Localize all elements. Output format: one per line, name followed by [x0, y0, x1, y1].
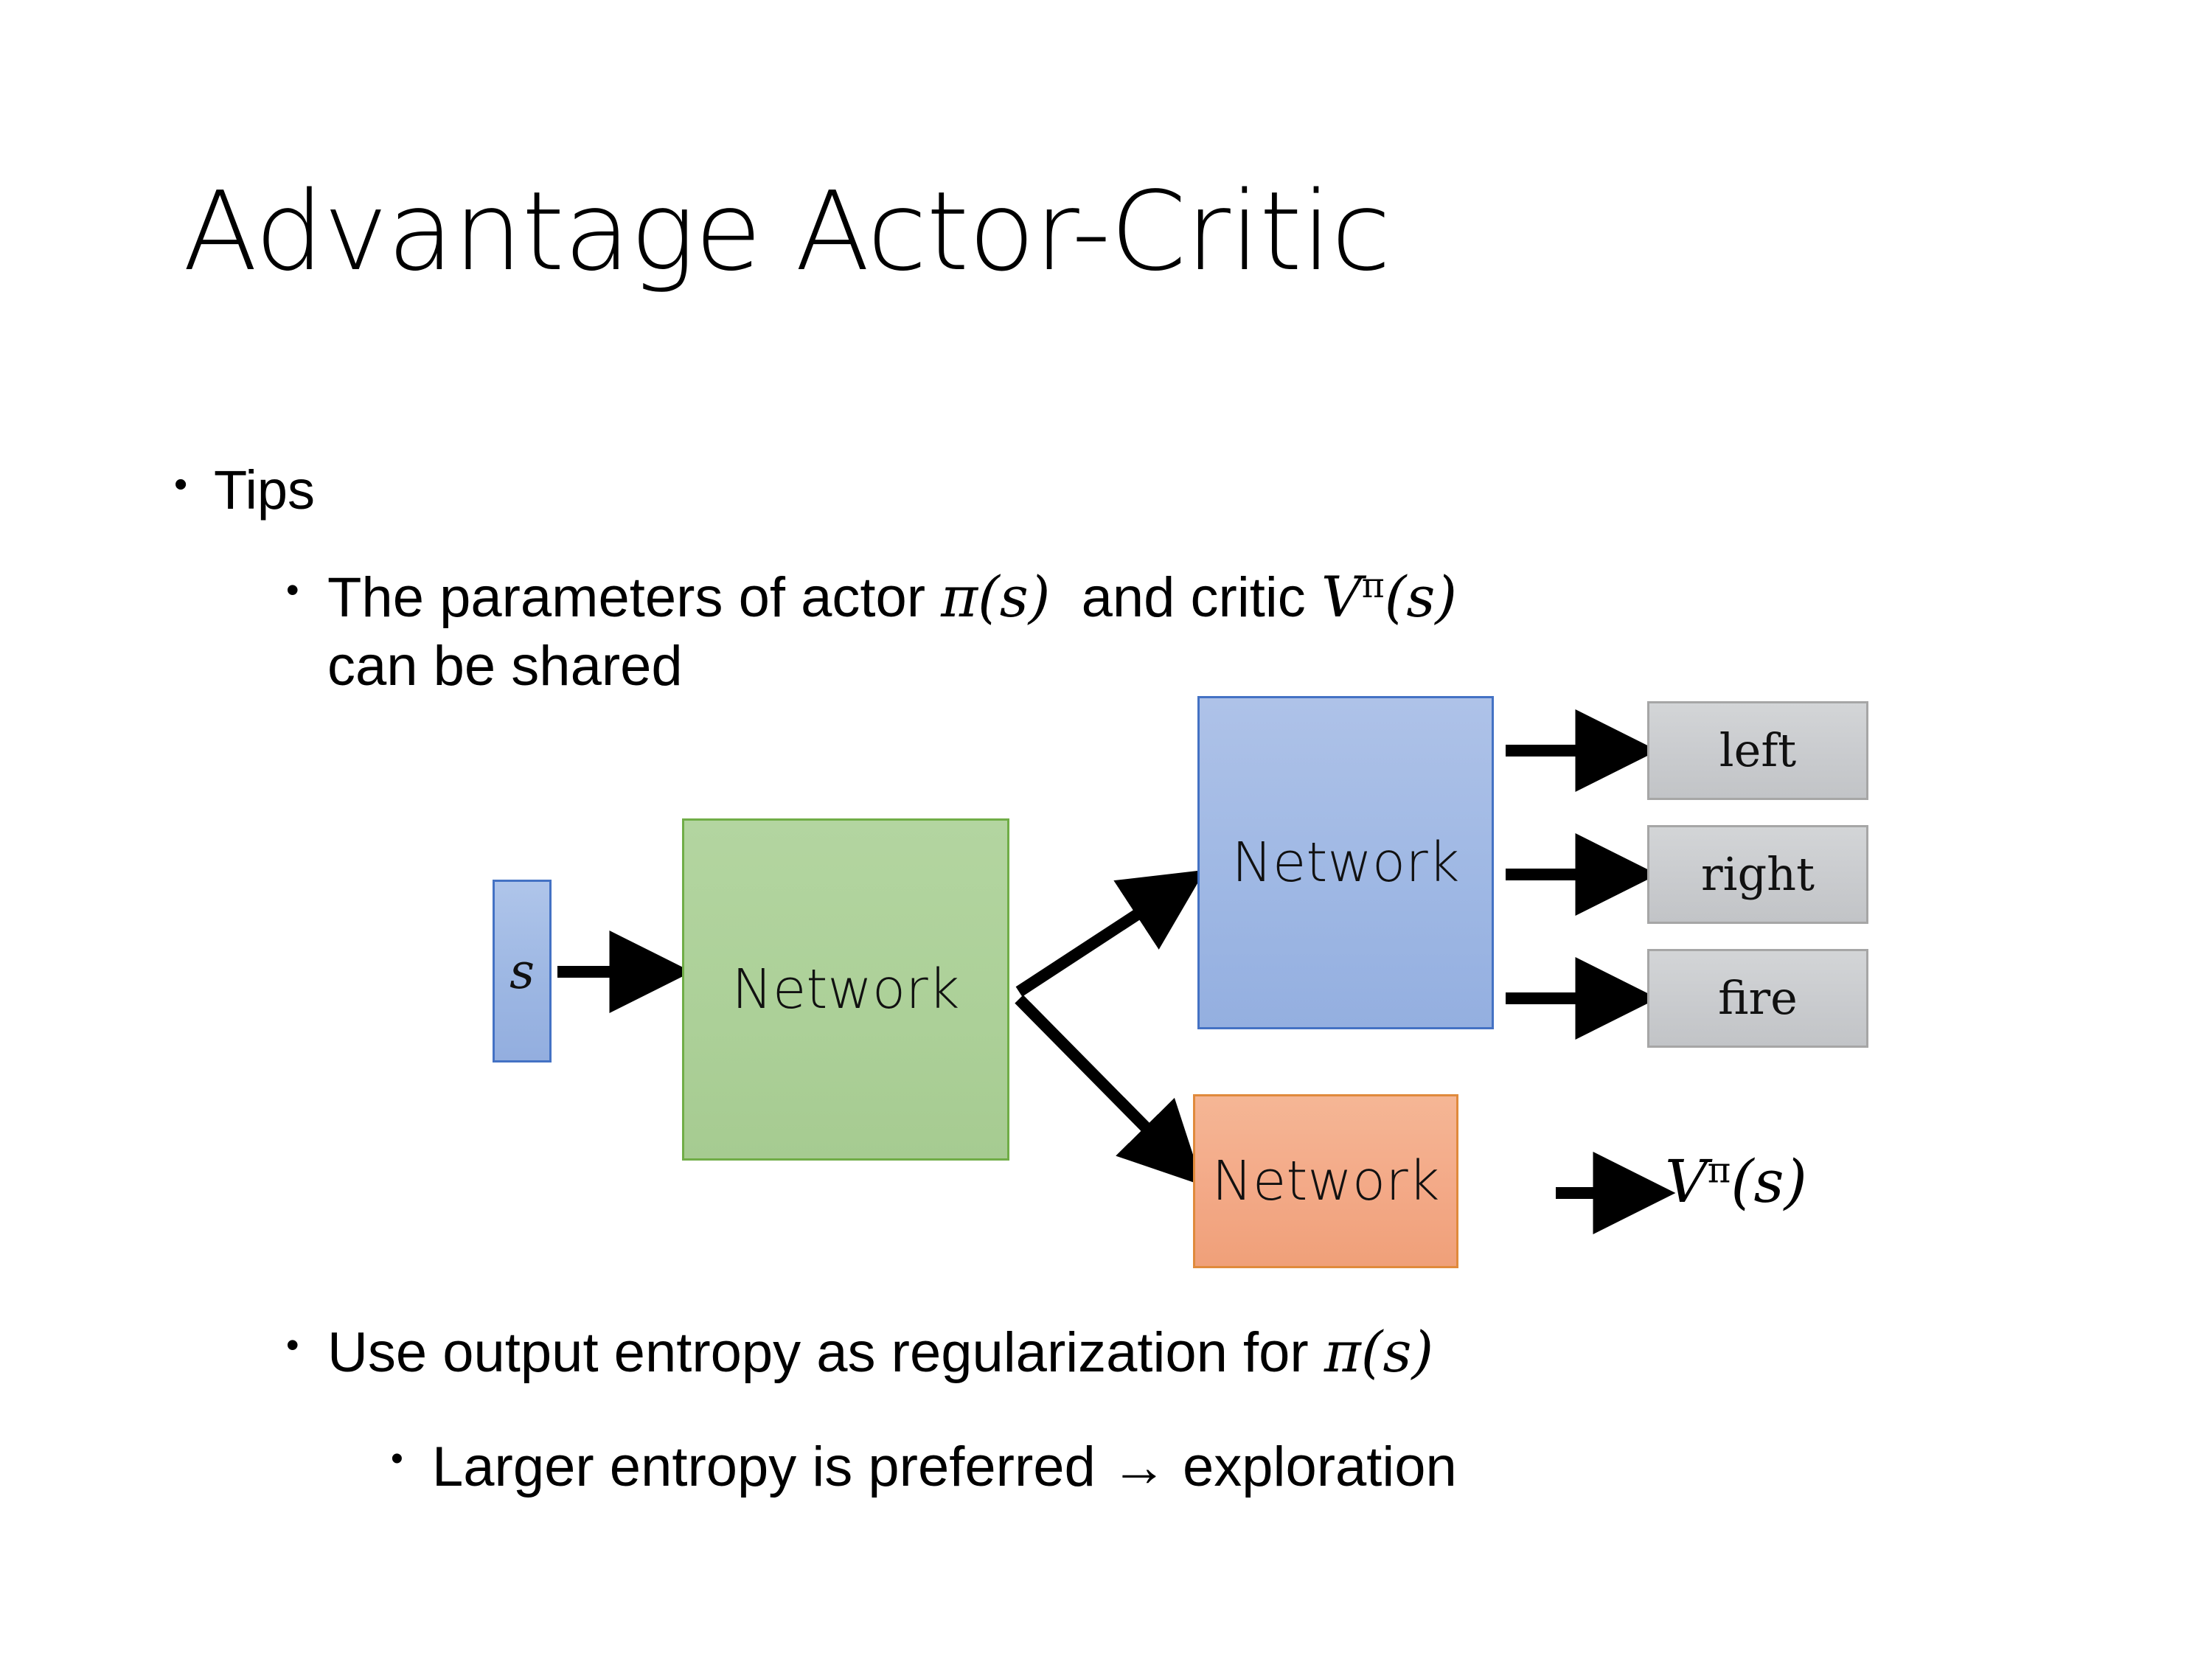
node-critic-network-label: Network: [1211, 1150, 1440, 1213]
bullet-marker: •: [286, 569, 299, 611]
math-v-superscript: π: [1361, 566, 1385, 607]
math-v-argument: (s): [1384, 564, 1458, 630]
bullet-shared-parameters-label: The parameters of actor π(s) and critic …: [327, 563, 1457, 700]
math-pi-of-s: π(s): [941, 564, 1051, 630]
bullet-larger-entropy: • Larger entropy is preferred → explorat…: [391, 1433, 1457, 1502]
bullet-larger-entropy-label: Larger entropy is preferred → exploratio…: [432, 1436, 1457, 1498]
action-box-right-label: right: [1700, 847, 1815, 901]
node-actor-network-label: Network: [1231, 831, 1460, 894]
bullet-tips: • Tips: [174, 459, 315, 523]
bullet-marker: •: [174, 463, 188, 506]
node-critic-network[interactable]: Network: [1193, 1094, 1458, 1268]
node-input-state-label: s: [509, 942, 535, 1000]
node-shared-network-label: Network: [731, 958, 960, 1021]
bullet-marker: •: [391, 1439, 403, 1478]
action-box-right[interactable]: right: [1647, 825, 1868, 924]
page-title: Advantage Actor-Critic: [183, 168, 1391, 295]
critic-output-argument: (s): [1731, 1147, 1807, 1216]
action-box-left-label: left: [1719, 723, 1797, 777]
critic-output-superscript: π: [1707, 1150, 1731, 1192]
critic-output-base: V: [1665, 1147, 1708, 1216]
bullet-output-entropy: • Use output entropy as regularization f…: [286, 1318, 1433, 1388]
action-box-fire-label: fire: [1718, 971, 1798, 1025]
params-text-part1: The parameters of actor: [327, 566, 942, 629]
action-box-fire[interactable]: fire: [1647, 949, 1868, 1048]
bullet-shared-parameters: • The parameters of actor π(s) and criti…: [286, 563, 2070, 700]
bullet-marker: •: [286, 1324, 299, 1366]
critic-output-label: Vπ(s): [1665, 1147, 1807, 1216]
node-actor-network[interactable]: Network: [1197, 696, 1494, 1029]
math-v-pi-of-s: Vπ(s): [1321, 564, 1457, 630]
entropy-text-part1: Use output entropy as regularization for: [327, 1321, 1324, 1384]
params-text-line2: can be shared: [327, 634, 683, 698]
action-box-left[interactable]: left: [1647, 701, 1868, 800]
bullet-tips-label: Tips: [214, 459, 316, 521]
node-shared-network[interactable]: Network: [682, 818, 1009, 1161]
math-v-base: V: [1321, 564, 1362, 630]
math-pi-of-s: π(s): [1324, 1319, 1434, 1385]
bullet-output-entropy-label: Use output entropy as regularization for…: [327, 1318, 1433, 1388]
node-input-state[interactable]: s: [493, 880, 552, 1062]
params-text-part2: and critic: [1050, 566, 1321, 629]
